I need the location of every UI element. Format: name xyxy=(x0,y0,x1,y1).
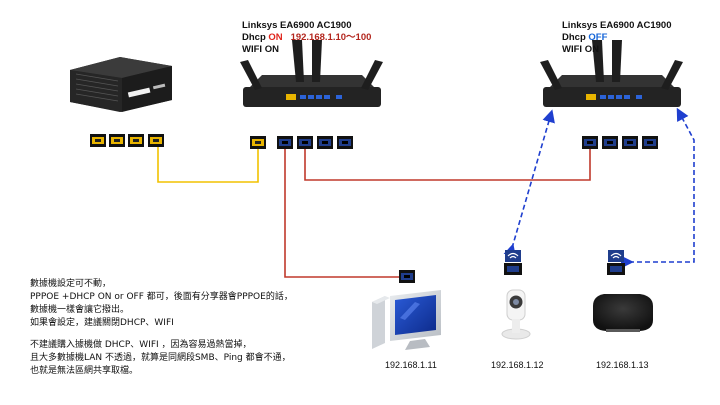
antenna-icon xyxy=(612,40,622,82)
router-main-title: Linksys EA6900 AC1900 xyxy=(242,20,352,31)
red-cable-to-pc xyxy=(284,149,400,278)
antenna-icon xyxy=(292,40,304,82)
antenna-icon xyxy=(361,60,383,90)
notes-block: 數據機設定可不動， PPPOE +DHCP ON or OFF 都可，後面有分享… xyxy=(30,278,340,378)
router-lan-port xyxy=(277,136,293,149)
pc-lan-port xyxy=(399,270,415,283)
ip-camera-icon xyxy=(501,289,531,340)
router-main xyxy=(240,40,383,107)
note-line: 如果會設定，建議關閉DHCP、WIFI xyxy=(30,318,174,328)
yellow-cable xyxy=(157,147,259,183)
player-ip-label: 192.168.1.13 xyxy=(596,360,649,370)
red-cable-to-router xyxy=(304,149,591,181)
router-lan-port xyxy=(337,136,353,149)
router-secondary-title: Linksys EA6900 AC1900 xyxy=(562,20,672,31)
antenna-icon xyxy=(312,40,322,82)
note-line: 數據機設定可不動， xyxy=(30,279,112,289)
antenna-icon xyxy=(540,60,562,90)
modem xyxy=(70,57,172,112)
router-main-dhcp: Dhcp ON 192.168.1.10～100 xyxy=(242,32,372,43)
router-lan-port xyxy=(602,136,618,149)
router-secondary-dhcp: Dhcp OFF xyxy=(562,32,608,43)
wifi-icon xyxy=(507,252,519,257)
dhcp-status-off: OFF xyxy=(588,32,608,43)
router-wan-port xyxy=(250,136,266,149)
router-lan-port xyxy=(642,136,658,149)
media-player-icon xyxy=(593,294,653,332)
antenna-icon xyxy=(661,60,683,90)
modem-lan-port xyxy=(109,134,125,147)
router-secondary xyxy=(540,40,683,107)
router-lan-port xyxy=(317,136,333,149)
note-line: 也就是無法區網共享取檔。 xyxy=(30,366,139,376)
note-line: 不建議購入據機做 DHCP、WIFI ，因為容易過熱當掉， xyxy=(30,340,252,350)
modem-lan-port xyxy=(128,134,144,147)
modem-lan-port xyxy=(90,134,106,147)
router-lan-port xyxy=(582,136,598,149)
router-lan-port xyxy=(622,136,638,149)
player-wifi-badge xyxy=(607,250,625,275)
router-main-port-group xyxy=(250,136,353,149)
dhcp-range: 192.168.1.10～100 xyxy=(290,32,372,43)
camera-wifi-badge xyxy=(504,250,522,275)
modem-lan-port xyxy=(148,134,164,147)
wifi-link-player xyxy=(621,107,695,269)
router-main-wifi: WIFI ON xyxy=(242,44,279,55)
router-secondary-label: Linksys EA6900 AC1900 Dhcp OFF WIFI ON xyxy=(562,20,672,56)
antenna-icon xyxy=(240,60,262,90)
router-main-label: Linksys EA6900 AC1900 Dhcp ON 192.168.1.… xyxy=(242,20,371,56)
router-secondary-port-group xyxy=(582,136,658,149)
antenna-icon xyxy=(592,40,604,82)
pc-ip-label: 192.168.1.11 xyxy=(385,360,437,370)
note-line: 數據機一樣會讓它撥出。 xyxy=(30,305,130,315)
wifi-link-camera xyxy=(503,109,555,258)
note-line: 且大多數據機LAN 不透過，就算是同網段SMB、Ping 都會不通， xyxy=(30,353,291,363)
desktop-pc-icon xyxy=(372,290,441,350)
dhcp-status-on: ON xyxy=(268,32,283,43)
router-lan-port xyxy=(297,136,313,149)
camera-ip-label: 192.168.1.12 xyxy=(491,360,544,370)
router-secondary-wifi: WIFI ON xyxy=(562,44,599,55)
note-line: PPPOE +DHCP ON or OFF 都可，後面有分享器會PPPOE的話， xyxy=(30,292,293,302)
modem-port-group xyxy=(90,134,164,147)
wifi-icon xyxy=(610,252,622,257)
